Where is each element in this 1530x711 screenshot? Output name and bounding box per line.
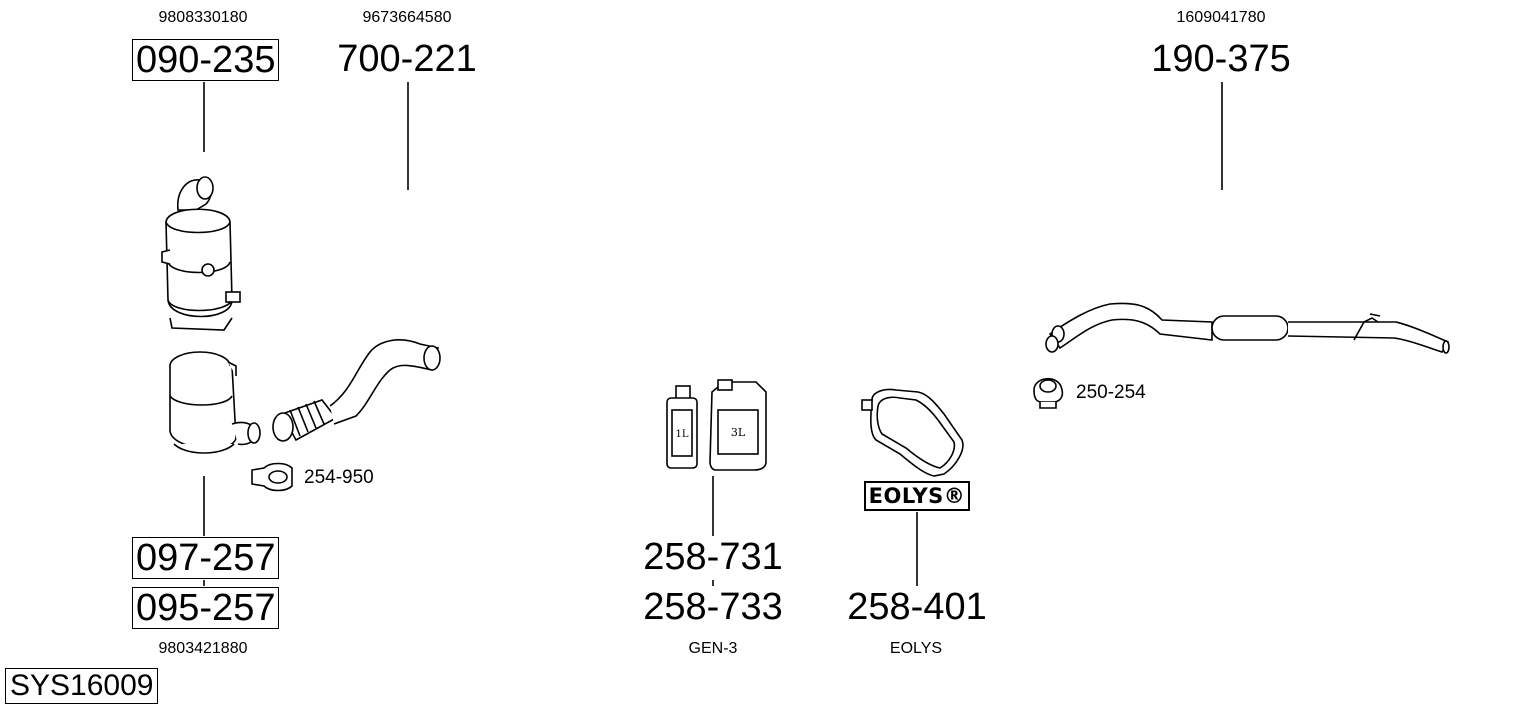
eolys-logo: EOLYS® — [864, 481, 970, 511]
oem-number-095-257: 9803421880 — [158, 640, 248, 657]
fluid-bottle-small-drawing — [666, 385, 698, 469]
part-number-090-235[interactable]: 090-235 — [132, 39, 280, 81]
caption-eolys: EOLYS — [889, 640, 943, 657]
particle-filter-lower-drawing — [169, 351, 261, 454]
part-number-097-257[interactable]: 097-257 — [132, 537, 280, 579]
part-number-258-401[interactable]: 258-401 — [847, 586, 987, 628]
oem-number-700-221: 9673664580 — [362, 9, 452, 26]
fluid-bottle-large-drawing — [709, 379, 767, 471]
part-number-095-257[interactable]: 095-257 — [132, 587, 280, 629]
part-number-700-221[interactable]: 700-221 — [337, 38, 477, 80]
clamp-254-950-drawing — [251, 462, 293, 492]
clamp-250-254-drawing — [1033, 377, 1064, 409]
part-number-254-950[interactable]: 254-950 — [304, 467, 374, 488]
catalyst-upper-drawing — [161, 176, 241, 331]
part-number-258-731[interactable]: 258-731 — [643, 536, 783, 578]
rear-silencer-drawing — [1045, 302, 1450, 354]
part-number-250-254[interactable]: 250-254 — [1076, 382, 1146, 403]
caption-gen-3: GEN-3 — [688, 640, 738, 657]
oem-number-090-235: 9808330180 — [158, 9, 248, 26]
eolys-tank-drawing — [861, 388, 964, 477]
flex-pipe-drawing — [272, 339, 441, 442]
system-id: SYS16009 — [5, 668, 159, 704]
fluid-bottle-small-label: 1L — [675, 429, 688, 440]
fluid-bottle-large-label: 3L — [731, 426, 746, 439]
part-number-190-375[interactable]: 190-375 — [1151, 38, 1291, 80]
oem-number-190-375: 1609041780 — [1176, 9, 1266, 26]
part-number-258-733[interactable]: 258-733 — [643, 586, 783, 628]
